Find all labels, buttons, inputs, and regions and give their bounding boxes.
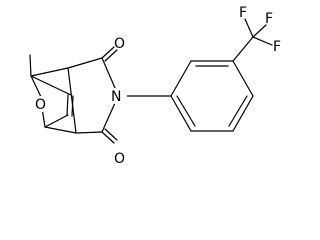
phenyl-bond-4 bbox=[232, 95, 254, 132]
bond-carbonyl-top-double-b bbox=[104, 49, 118, 62]
phenyl-bond-4-inner bbox=[228, 95, 248, 127]
phenyl-bond-1 bbox=[170, 60, 192, 97]
trifluoromethyl-bonds bbox=[232, 18, 273, 62]
bond-bridgehead-top-to-alkene-top bbox=[30, 75, 72, 96]
bond-carbonyl-top-to-N bbox=[101, 57, 116, 89]
bond-methyl bbox=[29, 54, 32, 77]
bond-carbonyl-bottom-double-a bbox=[101, 131, 115, 144]
atom-O-bridge: O bbox=[35, 97, 46, 113]
bond-carbonyl-bottom-to-junction-bottom bbox=[75, 131, 103, 134]
bond-bridgehead-top-to-O bbox=[30, 75, 43, 100]
atom-F3: F bbox=[273, 39, 281, 55]
bond-C-F1 bbox=[244, 18, 254, 38]
bond-alkene-double-a bbox=[66, 94, 69, 116]
bond-C-F2 bbox=[252, 24, 267, 38]
atom-N-imide: N bbox=[111, 89, 121, 105]
bond-bridgehead-bottom-to-ring-junction-bottom bbox=[44, 126, 77, 134]
atom-O-carbonyl-bottom: O bbox=[114, 151, 125, 167]
phenyl-bond-3 bbox=[232, 60, 254, 97]
bond-C-F3 bbox=[252, 36, 273, 46]
phenyl-bond-6-inner bbox=[176, 95, 196, 127]
atom-F1: F bbox=[239, 5, 247, 21]
phenyl-bond-6 bbox=[170, 95, 192, 132]
atom-O-carbonyl-top: O bbox=[114, 36, 125, 52]
chemical-structure-diagram: O O N O F F F bbox=[29, 5, 281, 167]
bond-ring-to-CF3 bbox=[232, 36, 254, 62]
bond-alkene-bottom-to-bridgehead-bottom bbox=[44, 114, 69, 128]
bond-carbonyl-bottom-double-b bbox=[104, 128, 118, 141]
bridged-bicycle-bonds bbox=[29, 54, 77, 134]
imide-ring-bonds bbox=[67, 46, 118, 144]
bond-N-to-carbonyl-bottom bbox=[101, 102, 116, 133]
bond-ring-junction-fusion bbox=[67, 67, 77, 134]
phenyl-ring-bonds bbox=[170, 60, 254, 132]
bond-junction-top-to-carbonyl-top bbox=[67, 57, 103, 69]
atom-labels: O O N O F F F bbox=[33, 5, 281, 167]
bond-carbonyl-top-double-a bbox=[101, 46, 115, 59]
atom-F2: F bbox=[265, 11, 273, 27]
structure-canvas: O O N O F F F bbox=[29, 5, 281, 167]
bond-bridgehead-top-to-ring-junction-top bbox=[30, 67, 69, 77]
